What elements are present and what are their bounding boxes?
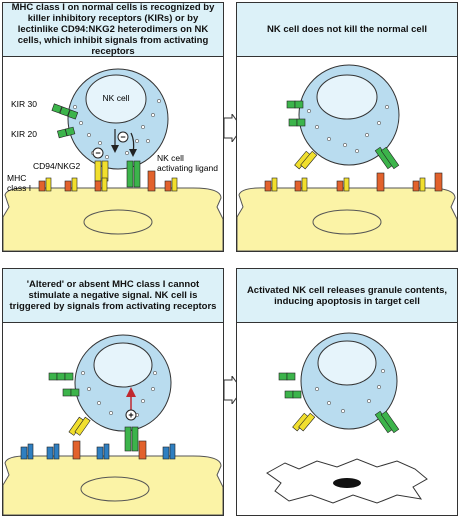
activating-ligand-2 (434, 172, 443, 192)
kir-receptors-left (48, 372, 80, 397)
panel-2-caption: NK cell does not kill the normal cell (237, 3, 457, 57)
panel-1-caption: MHC class I on normal cells is recognize… (3, 3, 223, 57)
kir20-label: KIR 20 (11, 129, 37, 139)
kir20-receptor (56, 126, 76, 139)
activating-receptor (374, 146, 400, 170)
activating-ligand-label-line1: NK cell (157, 153, 184, 163)
cd94-receptor (68, 416, 91, 436)
activation-arrowhead (126, 387, 136, 397)
activating-ligand (72, 440, 81, 460)
cd94-receptor (294, 150, 318, 170)
panel-altered-mhc: 'Altered' or absent MHC class I cannot s… (2, 268, 224, 516)
condensed-nucleus (333, 478, 361, 488)
nk-nucleus (85, 74, 147, 124)
activating-ligand (147, 170, 156, 192)
panel-normal-recognition: MHC class I on normal cells is recognize… (2, 2, 224, 252)
kir-receptors-left (278, 372, 302, 399)
activating-ligand (376, 172, 385, 192)
altered-mhc-molecules (20, 443, 176, 460)
activating-receptor (374, 410, 400, 434)
mhc-label-line2: class I (7, 183, 31, 193)
svg-text:−: − (120, 132, 125, 142)
panel-apoptosis: Activated NK cell releases granule conte… (236, 268, 458, 516)
plus-sign (125, 409, 137, 421)
panel-3-caption: 'Altered' or absent MHC class I cannot s… (3, 269, 223, 323)
activating-ligand-label-line2: activating ligand (157, 163, 218, 173)
panel-no-killing: NK cell does not kill the normal cell (236, 2, 458, 252)
mhc-class-i-molecules (38, 177, 178, 192)
kir30-label: KIR 30 (11, 99, 37, 109)
svg-text:+: + (128, 410, 133, 420)
panel-4-illustration (266, 332, 428, 504)
kir-receptors-left (286, 100, 306, 127)
panel-1-illustration: − − (3, 68, 223, 251)
nk-granules (73, 99, 161, 159)
mhc-class-i-molecules (264, 177, 426, 192)
activating-ligand-2 (138, 440, 147, 460)
panel-4-caption: Activated NK cell releases granule conte… (237, 269, 457, 323)
activating-receptor (124, 426, 139, 452)
kir30-receptor (51, 103, 79, 120)
mhc-label-line1: MHC (7, 173, 26, 183)
minus-sign-1 (117, 131, 129, 143)
activating-receptor (126, 160, 141, 188)
minus-sign-2 (92, 147, 104, 159)
target-nucleus (83, 209, 153, 235)
cd94-label: CD94/NKG2 (33, 161, 81, 171)
panel-2-illustration (237, 64, 457, 251)
nk-cell-label: NK cell (103, 93, 130, 103)
panel-3-illustration: + (3, 334, 223, 515)
svg-text:−: − (95, 148, 100, 158)
cd94-receptor (292, 412, 316, 432)
